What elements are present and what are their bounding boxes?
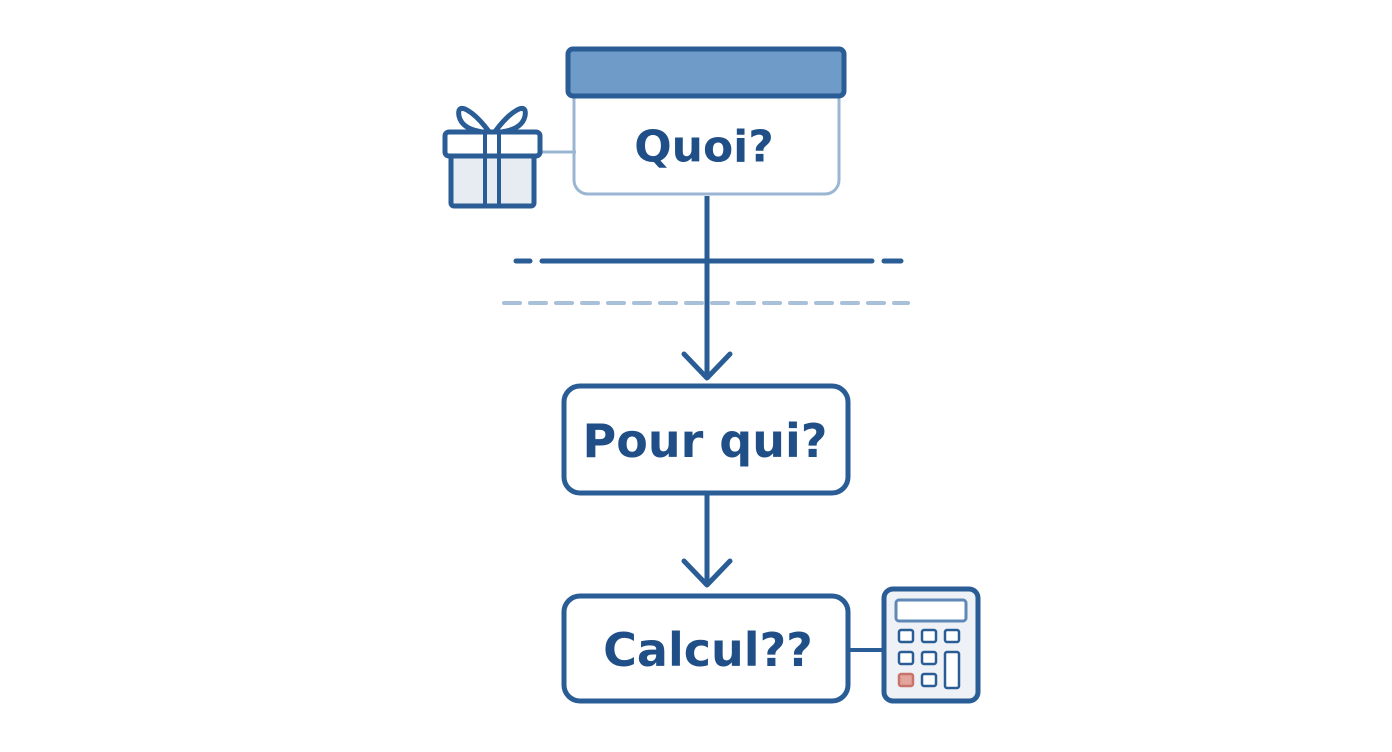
arrow-pourqui-to-calcul [681, 493, 733, 588]
node-pour-qui-label: Pour qui? [583, 414, 828, 468]
node-quoi-header [565, 46, 847, 99]
node-calcul-label: Calcul?? [603, 623, 813, 677]
node-calcul: Calcul?? [561, 593, 851, 704]
calculator-icon [881, 586, 981, 704]
node-quoi-label: Quoi? [634, 122, 774, 173]
gift-icon [442, 105, 543, 209]
node-quoi: Quoi? [565, 46, 847, 196]
node-pour-qui: Pour qui? [561, 383, 851, 496]
arrow-quoi-to-pourqui [681, 196, 733, 381]
